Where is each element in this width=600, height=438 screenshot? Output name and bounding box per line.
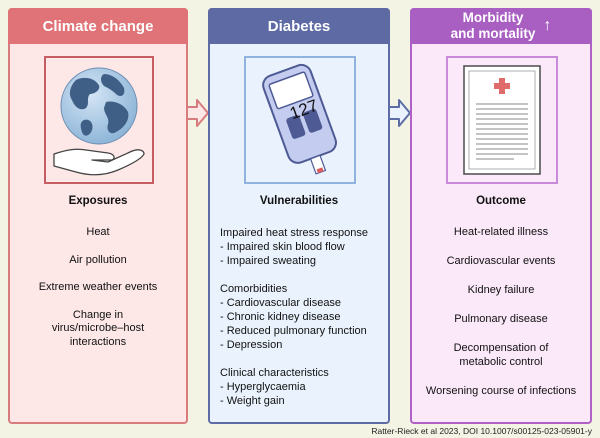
list-item: Kidney failure (467, 284, 535, 296)
report-image-frame (446, 56, 558, 184)
list-item: Heat (86, 226, 110, 238)
list-item: - Impaired sweating (220, 255, 316, 267)
flow-arrow-icon (186, 99, 209, 127)
medical-report-icon (463, 65, 541, 175)
climate-change-title: Climate change (42, 17, 154, 35)
group-heading: Impaired heat stress response (220, 227, 368, 239)
list-item: - Cardiovascular disease (220, 297, 342, 309)
climate-change-panel: Climate change Exposures Heat Air pollut… (8, 8, 188, 424)
flow-arrow-icon (388, 99, 411, 127)
list-item: Cardiovascular events (446, 255, 556, 267)
arrow-up-icon: ↑ (543, 17, 552, 34)
list-item: - Chronic kidney disease (220, 311, 341, 323)
list-item: Air pollution (69, 253, 127, 266)
list-item: - Impaired skin blood flow (220, 241, 345, 253)
globe-image-frame (44, 56, 154, 184)
glucometer-image-frame: 127 (244, 56, 356, 184)
list-item: - Hyperglycaemia (220, 381, 306, 393)
vulnerabilities-list: Impaired heat stress response - Impaired… (220, 226, 382, 422)
morbidity-header: Morbidity and mortality ↑ (410, 8, 592, 44)
group-heading: Comorbidities (220, 283, 288, 295)
exposures-list: Heat Air pollution Extreme weather event… (16, 226, 180, 363)
list-item: - Depression (220, 339, 283, 351)
group-heading: Clinical characteristics (220, 367, 329, 379)
diabetes-header: Diabetes (208, 8, 390, 44)
vulnerabilities-heading: Vulnerabilities (259, 195, 339, 207)
list-item: Change in virus/microbe–host interaction… (51, 308, 145, 348)
vulnerability-group: Comorbidities - Cardiovascular disease -… (220, 282, 382, 352)
exposures-heading: Exposures (68, 195, 128, 207)
climate-change-header: Climate change (8, 8, 188, 44)
list-item: - Reduced pulmonary function (220, 325, 367, 337)
list-item: Decompensation of metabolic control (453, 342, 549, 368)
morbidity-panel: Morbidity and mortality ↑ (410, 8, 592, 424)
outcome-heading: Outcome (476, 195, 526, 207)
morbidity-title: Morbidity and mortality (450, 10, 536, 41)
outcome-list: Heat-related illness Cardiovascular even… (418, 226, 584, 414)
citation-credit: Ratter-Rieck et al 2023, DOI 10.1007/s00… (371, 426, 592, 436)
diabetes-title: Diabetes (267, 17, 331, 35)
list-item: Extreme weather events (38, 281, 158, 293)
list-item: Pulmonary disease (454, 313, 548, 325)
list-item: Heat-related illness (453, 226, 549, 238)
vulnerability-group: Clinical characteristics - Hyperglycaemi… (220, 366, 382, 408)
globe-in-hand-icon (53, 67, 145, 176)
glucometer-icon (262, 63, 337, 175)
diabetes-panel: Diabetes 127 Vulnerabilities Impaired he… (208, 8, 390, 424)
list-item: Worsening course of infections (425, 384, 577, 397)
list-item: - Weight gain (220, 395, 285, 407)
vulnerability-group: Impaired heat stress response - Impaired… (220, 226, 382, 268)
